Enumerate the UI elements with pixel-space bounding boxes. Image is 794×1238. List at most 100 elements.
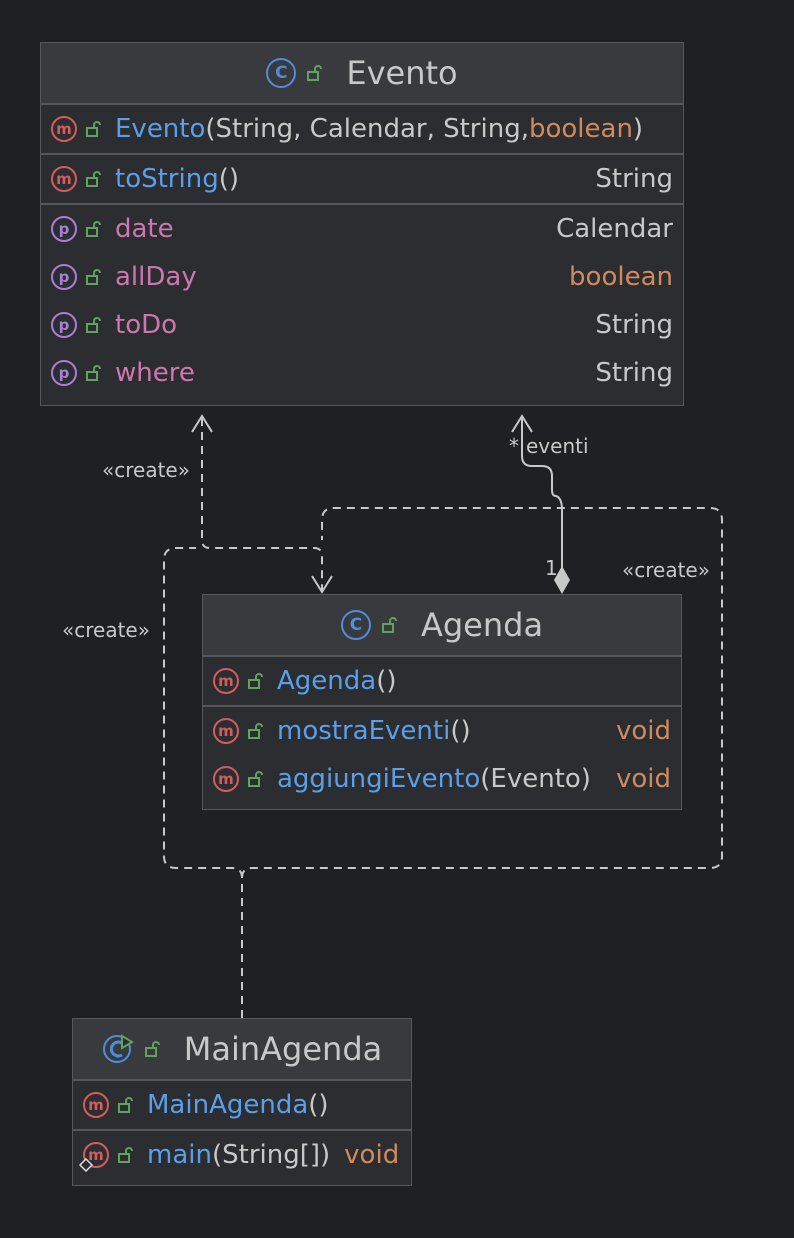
constructor-row[interactable]: m MainAgenda()	[73, 1081, 411, 1129]
property-icon: p	[51, 264, 77, 290]
method-icon: m	[83, 1092, 109, 1118]
class-icon: C	[340, 610, 371, 640]
method-row[interactable]: m toString() String	[41, 155, 683, 203]
constructor-name: MainAgenda	[147, 1090, 309, 1120]
runnable-class-icon	[102, 1034, 134, 1063]
public-icon	[118, 1147, 133, 1163]
constructor-name: Agenda	[277, 666, 377, 696]
method-type: void	[615, 716, 671, 746]
multiplicity-label: *	[509, 434, 519, 458]
static-method-icon-letter: m	[88, 1146, 104, 1164]
method-name: main	[147, 1140, 212, 1170]
property-name: toDo	[115, 310, 178, 340]
method-type: String	[595, 164, 673, 194]
composition-diamond	[554, 566, 570, 594]
public-icon	[307, 65, 323, 81]
public-icon	[86, 317, 101, 333]
constructor-param-keyword: boolean	[528, 114, 633, 144]
create-label: «create»	[622, 558, 710, 582]
method-row[interactable]: m mostraEventi() void	[203, 707, 681, 755]
constructors-section: m Evento(String, Calendar, String, boole…	[41, 105, 683, 155]
method-icon: m	[51, 166, 77, 192]
constructors-section: m MainAgenda()	[73, 1081, 411, 1131]
property-row[interactable]: p allDay boolean	[41, 253, 683, 301]
constructor-params: ()	[308, 1090, 329, 1120]
property-type: String	[595, 358, 673, 388]
property-type: boolean	[569, 262, 673, 292]
public-icon	[248, 673, 263, 689]
method-name: mostraEventi	[277, 716, 451, 746]
method-icon: m	[213, 718, 239, 744]
constructor-row[interactable]: m Evento(String, Calendar, String, boole…	[41, 105, 683, 153]
property-icon: p	[51, 360, 77, 386]
public-icon	[248, 771, 263, 787]
methods-section: m toString() String	[41, 155, 683, 205]
property-icon: p	[51, 312, 77, 338]
multiplicity-label: 1	[545, 556, 558, 580]
constructor-open: (	[205, 114, 216, 144]
class-header: C Evento	[41, 43, 683, 105]
create-label: «create»	[62, 618, 150, 642]
class-icon: C	[266, 58, 297, 88]
property-icon: p	[51, 216, 77, 242]
arrowhead-evento-right	[511, 414, 533, 433]
method-icon: m	[51, 116, 77, 142]
method-params: ()	[450, 716, 471, 746]
class-title: Evento	[346, 54, 458, 92]
class-evento[interactable]: C Evento m Evento(String, Calendar, Stri…	[40, 42, 684, 406]
method-name: aggiungiEvento	[277, 764, 481, 794]
public-icon	[86, 365, 101, 381]
class-title: Agenda	[420, 606, 544, 644]
create-edge-main-right	[241, 507, 723, 879]
property-type: String	[595, 310, 673, 340]
property-name: date	[115, 214, 174, 244]
method-close: )	[580, 764, 591, 794]
property-name: allDay	[115, 262, 197, 292]
method-icon: m	[213, 668, 239, 694]
arrowhead-agenda	[311, 575, 333, 594]
method-open: (	[211, 1140, 223, 1170]
class-mainagenda[interactable]: MainAgenda m MainAgenda() m main(String[…	[72, 1018, 412, 1186]
public-icon	[86, 269, 101, 285]
public-icon	[86, 171, 101, 187]
public-icon	[144, 1041, 160, 1057]
static-method-icon: m	[79, 1142, 109, 1172]
method-type: void	[615, 764, 671, 794]
composition-edge-eventi	[521, 418, 563, 570]
create-label: «create»	[102, 458, 190, 482]
property-row[interactable]: p where String	[41, 349, 683, 397]
method-name: toString	[115, 164, 219, 194]
method-type: void	[344, 1140, 400, 1170]
arrowhead-evento-left	[191, 414, 213, 433]
class-header: C Agenda	[203, 595, 681, 657]
constructor-close: )	[632, 114, 644, 144]
method-open: (	[480, 764, 491, 794]
public-icon	[86, 121, 101, 137]
method-params: Evento	[490, 764, 581, 794]
public-icon	[381, 617, 397, 633]
public-icon	[248, 723, 263, 739]
role-label: eventi	[526, 434, 589, 458]
constructor-row[interactable]: m Agenda()	[203, 657, 681, 705]
property-name: where	[115, 358, 195, 388]
method-row[interactable]: m main(String[]) void	[73, 1131, 411, 1179]
public-icon	[118, 1097, 133, 1113]
property-row[interactable]: p toDo String	[41, 301, 683, 349]
constructors-section: m Agenda()	[203, 657, 681, 707]
class-agenda[interactable]: C Agenda m Agenda() m mostraEventi() voi…	[202, 594, 682, 810]
method-close: )	[320, 1140, 331, 1170]
public-icon	[86, 221, 101, 237]
static-marker-icon	[79, 1158, 93, 1172]
method-params: String[]	[222, 1140, 321, 1170]
constructor-name: Evento	[115, 114, 206, 144]
create-edge-main-loop	[163, 547, 243, 1018]
property-row[interactable]: p date Calendar	[41, 205, 683, 253]
method-row[interactable]: m aggiungiEvento(Evento) void	[203, 755, 681, 803]
properties-section: p date Calendar p allDay boolean p toDo …	[41, 205, 683, 405]
constructor-params: ()	[376, 666, 397, 696]
method-icon: m	[213, 766, 239, 792]
constructor-params: String, Calendar, String,	[215, 114, 529, 144]
methods-section: m mostraEventi() void m aggiungiEvento(E…	[203, 707, 681, 809]
class-header: MainAgenda	[73, 1019, 411, 1081]
